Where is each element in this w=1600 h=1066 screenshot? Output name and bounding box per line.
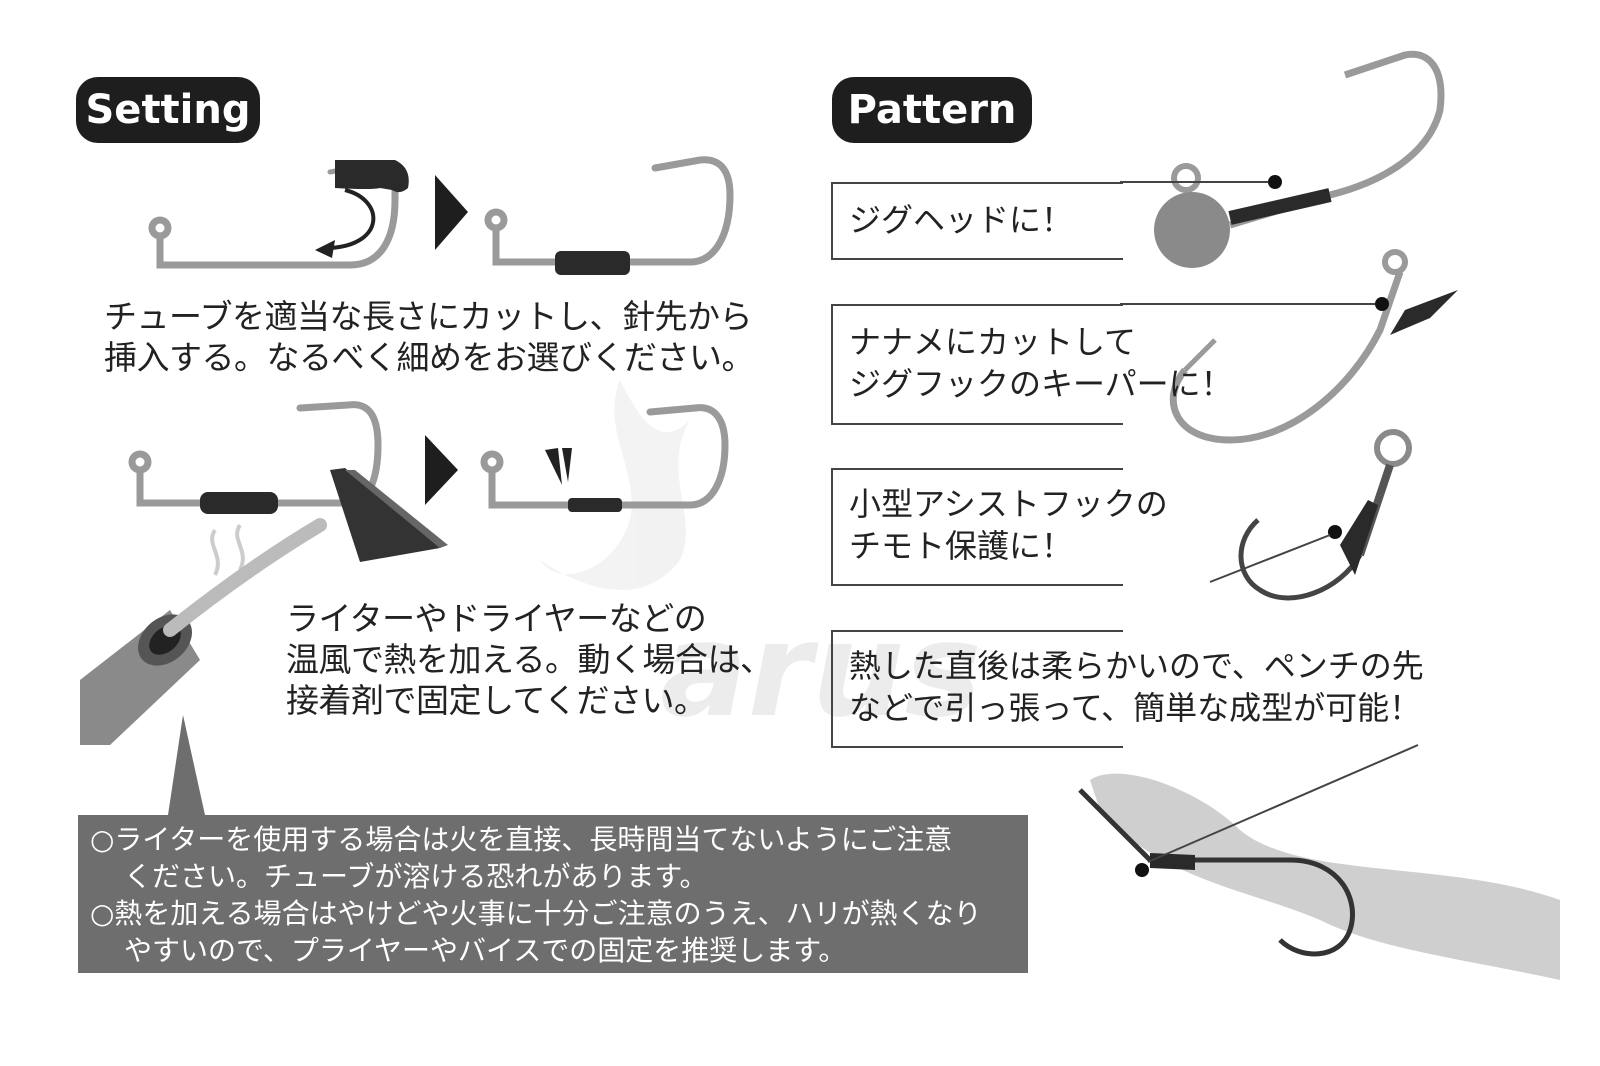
lighter — [80, 518, 327, 745]
hook-trimmed — [480, 404, 729, 509]
pattern-2-line-2: ジグフックのキーパーに！ — [849, 365, 1233, 403]
tube-on-hook — [555, 251, 630, 275]
flame — [163, 518, 327, 637]
setting-header: Setting — [76, 77, 260, 143]
worm-hook-illustration — [1078, 744, 1560, 980]
insert-arrow — [329, 188, 376, 250]
step2-text: ライターやドライヤーなどの 温風で熱を加える。動く場合は、 接着剤で固定してくだ… — [286, 598, 773, 721]
note-line-2: ください。チューブが溶ける恐れがあります。 — [124, 860, 708, 893]
arrow-head — [315, 240, 335, 258]
tube-being-heated — [200, 492, 278, 514]
step1-line-2: 挿入する。なるべく細めをお選びください。 — [104, 338, 755, 377]
pattern-4-line-1: 熱した直後は柔らかいので、ペンチの先 — [849, 647, 1424, 685]
tube-cap — [335, 160, 409, 193]
note-line-4: やすいので、プライヤーやバイスでの固定を推奨します。 — [124, 934, 847, 967]
step-arrow-2 — [425, 435, 458, 505]
pattern-callout-4: 熱した直後は柔らかいので、ペンチの先 などで引っ張って、簡単な成型が可能！ — [831, 630, 1424, 748]
jighead-illustration — [1120, 50, 1445, 268]
cut-mark-2 — [562, 448, 572, 482]
trimmed-tube — [568, 498, 622, 512]
cut-mark-1 — [545, 448, 562, 485]
caution-note: ○ライターを使用する場合は火を直接、長時間当てないようにご注意 ください。チュー… — [78, 815, 1028, 973]
scissors-blades — [330, 468, 448, 562]
pattern-header: Pattern — [832, 77, 1032, 143]
pattern-1-line-1: ジグヘッドに！ — [849, 201, 1074, 239]
pattern-callout-3: 小型アシストフックの チモト保護に！ — [831, 468, 1168, 586]
jighook-keeper-illustration — [1120, 249, 1458, 444]
pattern-callout-2: ナナメにカットして ジグフックのキーパーに！ — [831, 304, 1233, 425]
note-line-1: ○ライターを使用する場合は火を直接、長時間当てないようにご注意 — [90, 823, 953, 856]
step2-line-3: 接着剤で固定してください。 — [286, 681, 707, 720]
step-arrow-1 — [435, 175, 468, 250]
step2-line-2: 温風で熱を加える。動く場合は、 — [286, 640, 773, 679]
step1-line-1: チューブを適当な長さにカットし、針先から — [104, 297, 753, 336]
heat-waves — [210, 523, 245, 576]
hook-with-tube — [484, 156, 734, 266]
pattern-2-line-1: ナナメにカットして — [849, 323, 1137, 361]
step2-line-1: ライターやドライヤーなどの — [286, 599, 707, 638]
assist-hook-illustration — [1209, 429, 1412, 601]
watermark-text: arus — [660, 594, 982, 746]
pattern-callout-1: ジグヘッドに！ — [831, 182, 1123, 260]
pattern-3-line-2: チモト保護に！ — [849, 527, 1074, 565]
note-pointer — [168, 715, 205, 815]
pattern-3-line-1: 小型アシストフックの — [849, 485, 1168, 523]
watermark-logo: arus — [540, 380, 982, 746]
pattern-4-line-2: などで引っ張って、簡単な成型が可能！ — [849, 689, 1422, 727]
note-line-3: ○熱を加える場合はやけどや火事に十分ご注意のうえ、ハリが熱くなり — [90, 897, 982, 930]
step1-text: チューブを適当な長さにカットし、針先から 挿入する。なるべく細めをお選びください… — [104, 296, 755, 378]
